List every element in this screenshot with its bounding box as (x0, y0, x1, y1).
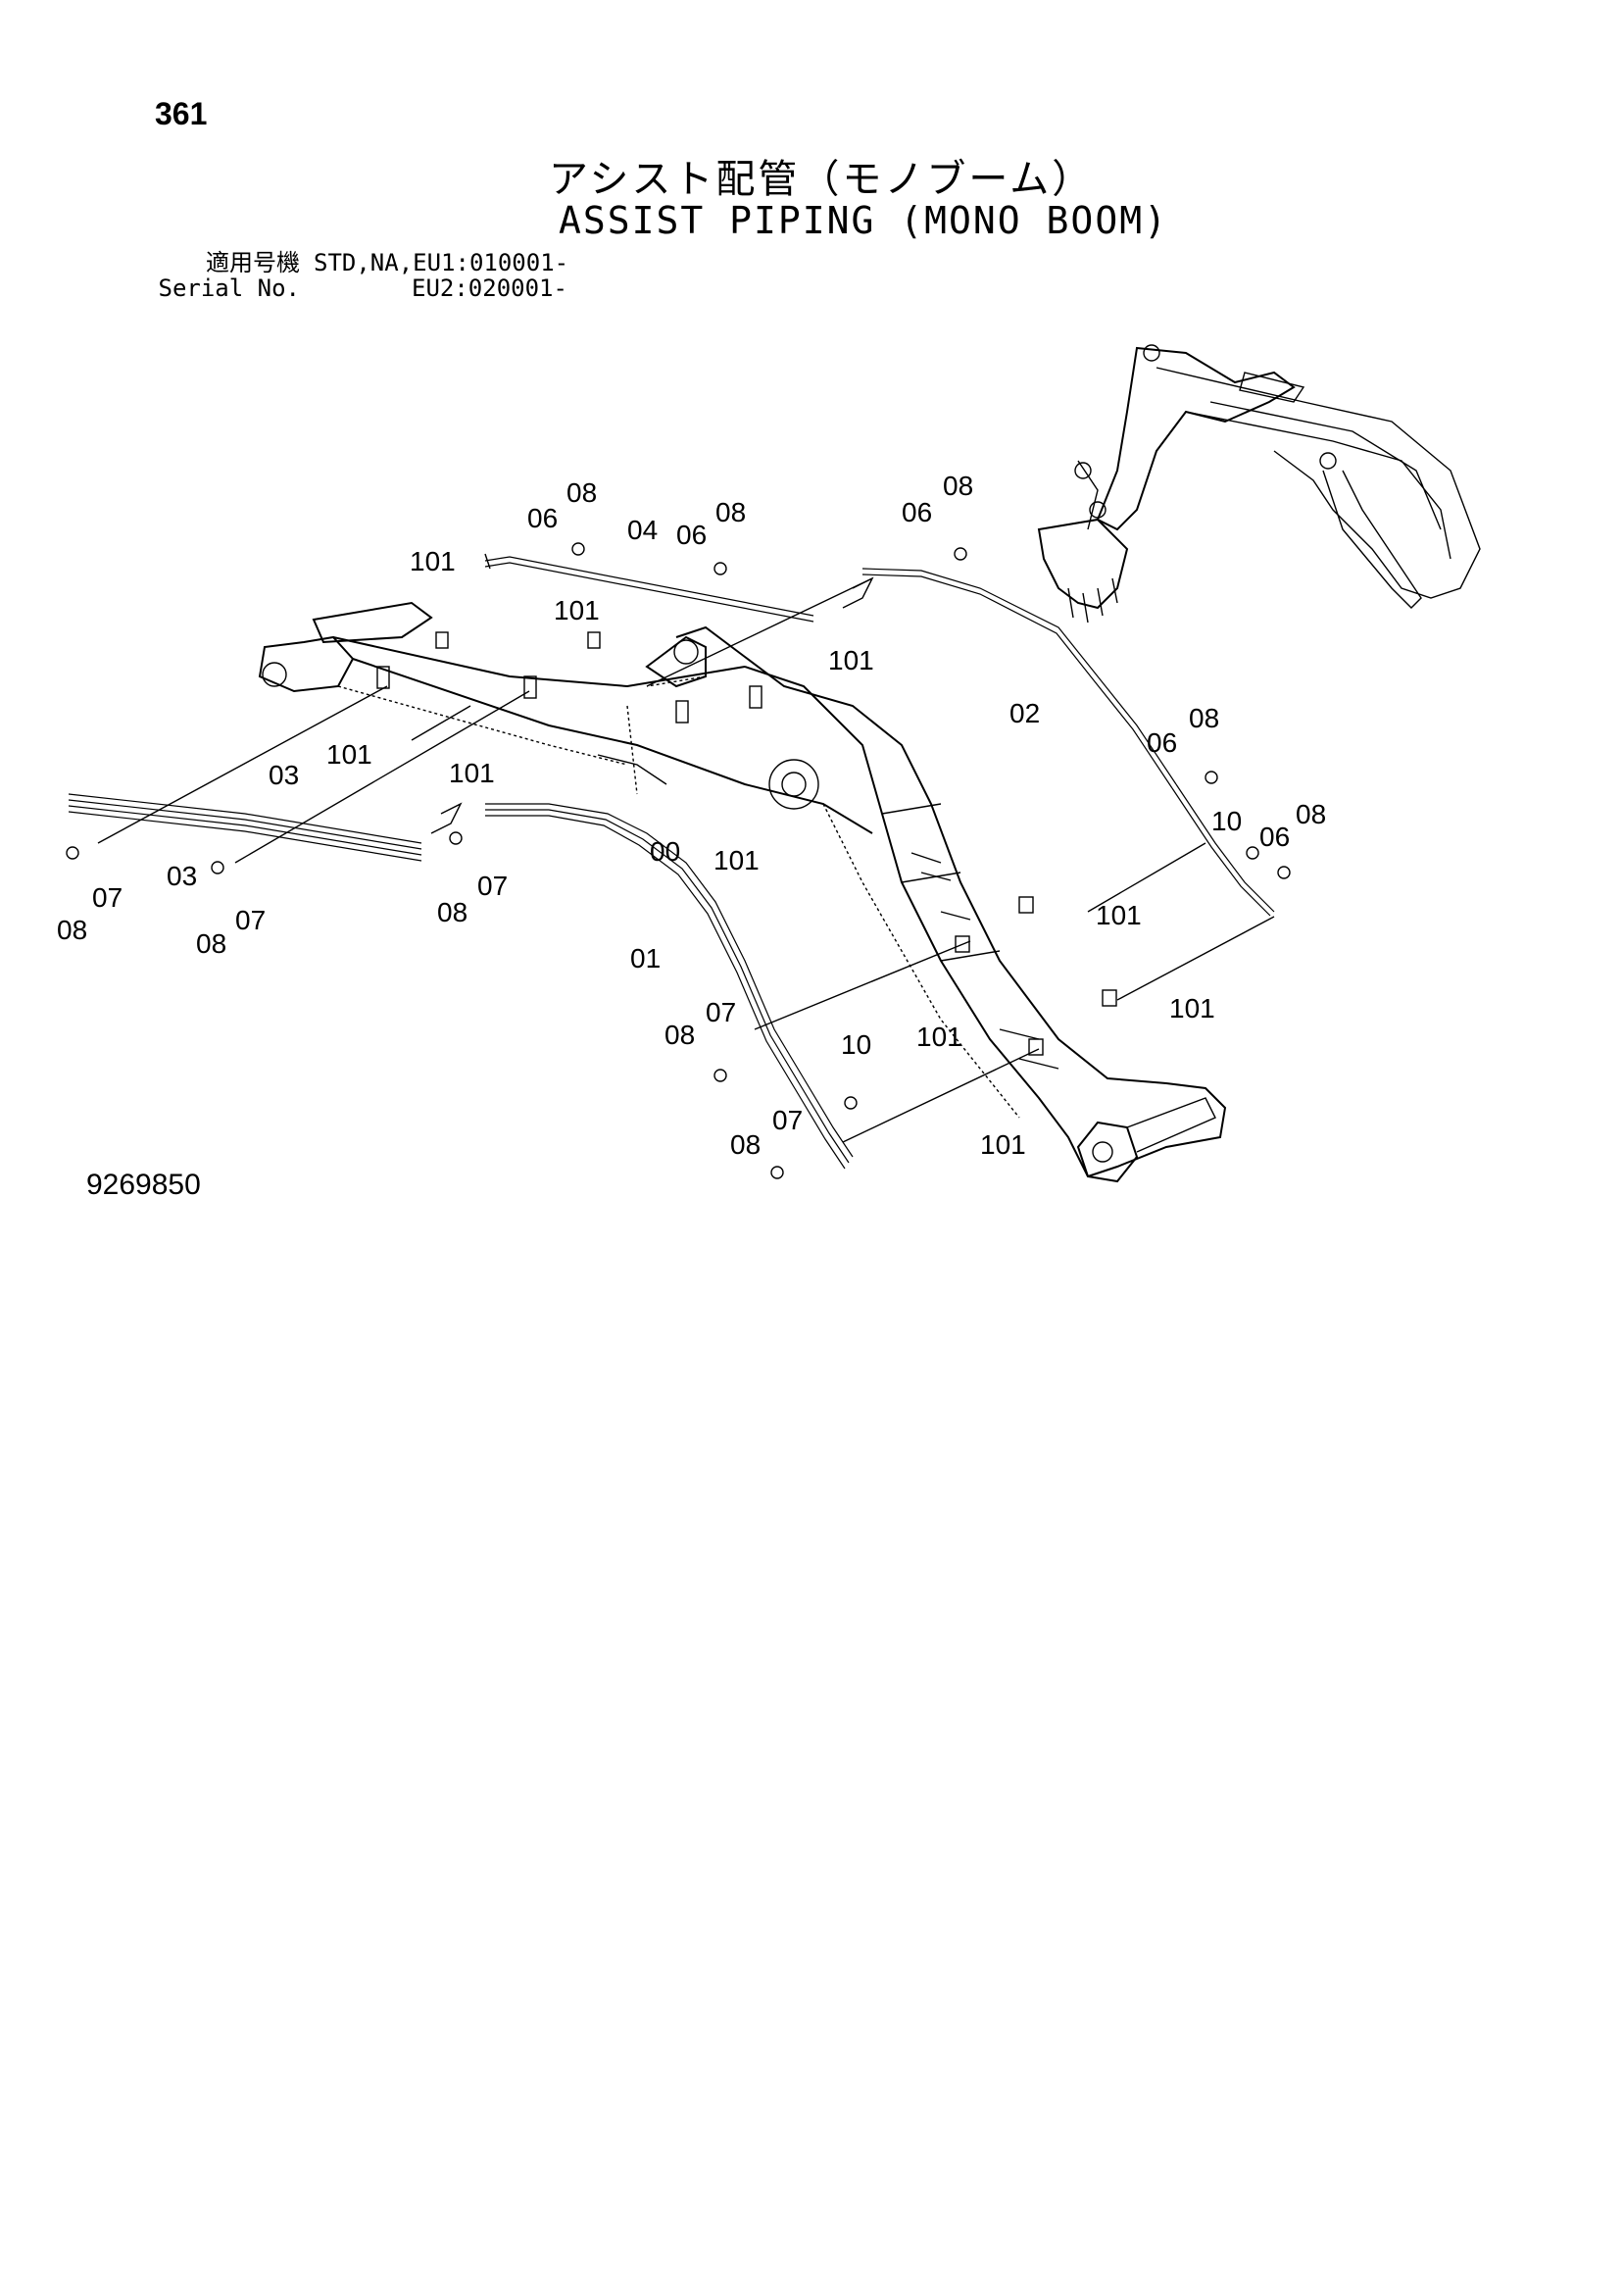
callout-101: 101 (828, 645, 874, 675)
applicability-value-1: STD,NA,EU1:010001- (314, 249, 569, 276)
title-english: ASSIST PIPING (MONO BOOM) (559, 199, 1168, 242)
applicability-row-1: 適用号機 STD,NA,EU1:010001- (155, 250, 568, 275)
callout-07: 07 (92, 882, 123, 913)
callout-04: 04 (627, 515, 658, 545)
callout-01: 01 (630, 943, 661, 973)
applicability-row-2: Serial No. EU2:020001- (155, 275, 568, 301)
callout-07: 07 (235, 905, 266, 935)
title-japanese: アシスト配管（モノブーム） (549, 157, 1095, 202)
callout-06: 06 (527, 503, 558, 533)
callout-07: 07 (772, 1105, 803, 1135)
hose-02 (842, 568, 1177, 789)
callout-08: 08 (1189, 703, 1219, 733)
callout-10: 10 (841, 1029, 871, 1060)
callout-07: 07 (477, 871, 508, 901)
callout-06: 06 (902, 497, 932, 527)
boom-body (258, 601, 1227, 1183)
hose-01 (430, 802, 854, 1170)
leader-lines (97, 577, 1275, 1143)
callout-08: 08 (1296, 799, 1326, 829)
callout-02: 02 (1009, 698, 1040, 728)
callout-101: 101 (1096, 900, 1142, 930)
callout-101: 101 (326, 739, 372, 770)
drawing-number: 9269850 (86, 1169, 201, 1201)
callout-08: 08 (57, 915, 87, 945)
hose-03 (68, 793, 422, 862)
callout-101: 101 (1169, 993, 1215, 1023)
small-parts (66, 542, 1291, 1179)
applicability-label-en: Serial No. (158, 275, 301, 302)
excavator-inset (1037, 344, 1481, 624)
callout-03: 03 (167, 861, 197, 891)
callout-08: 08 (943, 471, 973, 501)
callout-101: 101 (916, 1022, 962, 1052)
callout-101: 101 (713, 845, 760, 875)
hose-02-lower (1171, 783, 1275, 917)
callout-101: 101 (980, 1129, 1026, 1160)
callout-08: 08 (566, 477, 597, 508)
hose-04 (484, 553, 814, 623)
callout-06: 06 (1259, 822, 1290, 852)
callout-06: 06 (676, 520, 707, 550)
callout-101: 101 (554, 595, 600, 625)
callout-08: 08 (730, 1129, 761, 1160)
applicability-value-2: EU2:020001- (412, 275, 567, 302)
callout-08: 08 (437, 897, 467, 927)
callout-06: 06 (1147, 727, 1177, 758)
callout-00: 00 (650, 836, 680, 867)
applicability-block: 適用号機 STD,NA,EU1:010001- Serial No. EU2:0… (155, 250, 569, 301)
callout-07: 07 (706, 997, 736, 1027)
hidden-lines (337, 675, 1020, 1119)
page-number: 361 (155, 96, 208, 131)
callout-08: 08 (196, 928, 226, 959)
callout-101: 101 (410, 546, 456, 576)
callout-08: 08 (715, 497, 746, 527)
callout-08: 08 (664, 1020, 695, 1050)
callout-03: 03 (269, 760, 299, 790)
callout-101: 101 (449, 758, 495, 788)
callout-10: 10 (1211, 806, 1242, 836)
callouts: 101 08 06 04 06 08 06 08 101 101 02 101 … (57, 471, 1326, 1160)
applicability-label-jp: 適用号機 (206, 249, 300, 276)
